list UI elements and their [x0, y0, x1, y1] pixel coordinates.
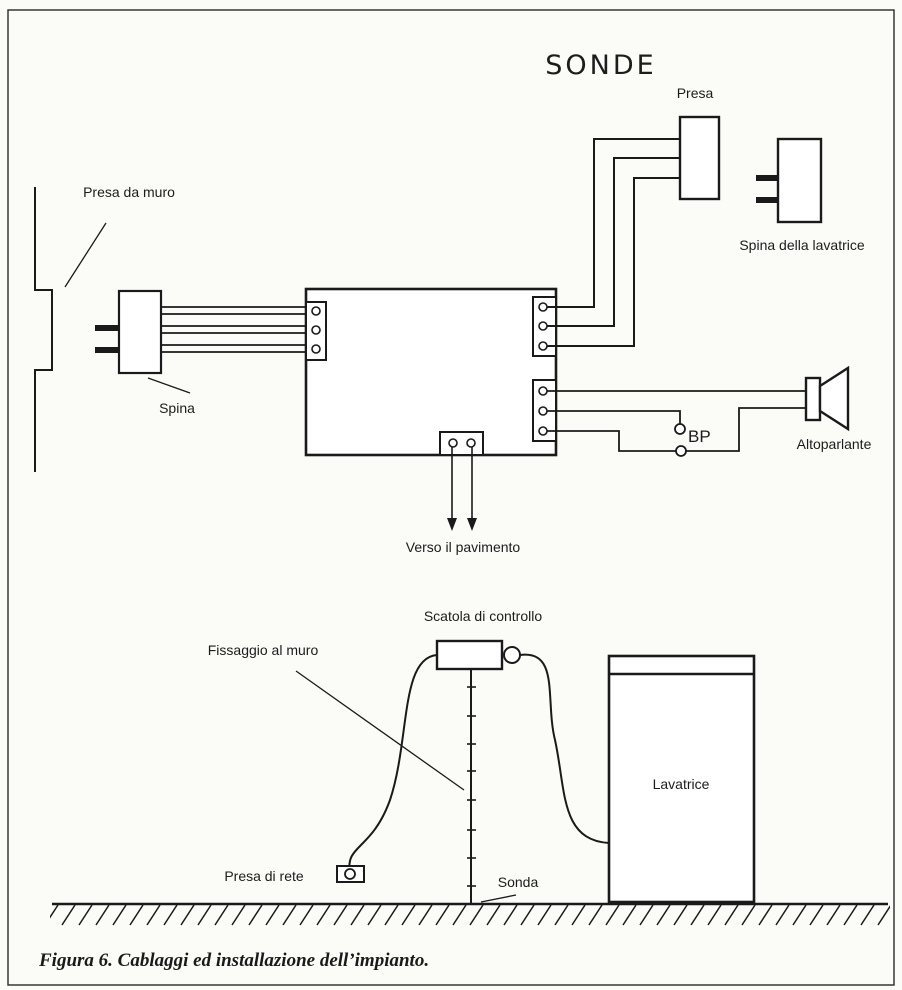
mains-socket-label: Presa di rete	[224, 868, 304, 884]
plug	[95, 289, 163, 375]
figure-frame	[7, 9, 895, 986]
control-box	[304, 287, 558, 457]
washer-plug	[756, 137, 823, 224]
probe-label: Sonda	[498, 874, 539, 890]
socket-cable	[547, 138, 680, 347]
left-terminal-block	[305, 301, 327, 361]
socket	[678, 115, 721, 201]
probe-ticks	[467, 686, 476, 887]
wall-socket-leader	[64, 222, 107, 288]
probe-leader	[480, 894, 517, 903]
right-lower-terminal-block	[532, 379, 557, 442]
socket-label: Presa	[677, 85, 714, 101]
wall-mount-leader	[295, 670, 465, 791]
speaker-circuit	[547, 390, 806, 452]
wall-outline	[34, 187, 53, 472]
mains-socket	[336, 865, 365, 883]
diagram-title: SONDE	[545, 50, 656, 81]
input-cable	[161, 306, 306, 353]
floor-hatch	[50, 904, 890, 926]
washer-plug-label: Spina della lavatrice	[739, 237, 865, 253]
floor-arrows	[447, 447, 477, 531]
washing-machine	[607, 654, 756, 904]
figure-caption: Figura 6. Cablaggi ed installazione dell…	[38, 950, 429, 971]
bottom-terminal-block	[439, 431, 484, 456]
speaker-icon	[804, 365, 850, 432]
mains-cable	[348, 654, 438, 873]
control-box-cable-gland	[503, 646, 521, 664]
washer-cable	[519, 653, 610, 844]
speaker-label: Altoparlante	[797, 436, 872, 452]
control-box-label: Scatola di controllo	[424, 608, 543, 624]
plug-leader	[147, 377, 191, 394]
push-button-switch	[674, 423, 687, 457]
plug-label: Spina	[159, 400, 195, 416]
to-floor-label: Verso il pavimento	[406, 539, 521, 555]
washing-machine-label: Lavatrice	[653, 776, 710, 792]
wall-socket-label: Presa da muro	[83, 184, 175, 200]
wall-mount-label: Fissaggio al muro	[208, 642, 319, 658]
installed-control-box	[435, 639, 504, 671]
switch-label: BP	[688, 427, 711, 446]
